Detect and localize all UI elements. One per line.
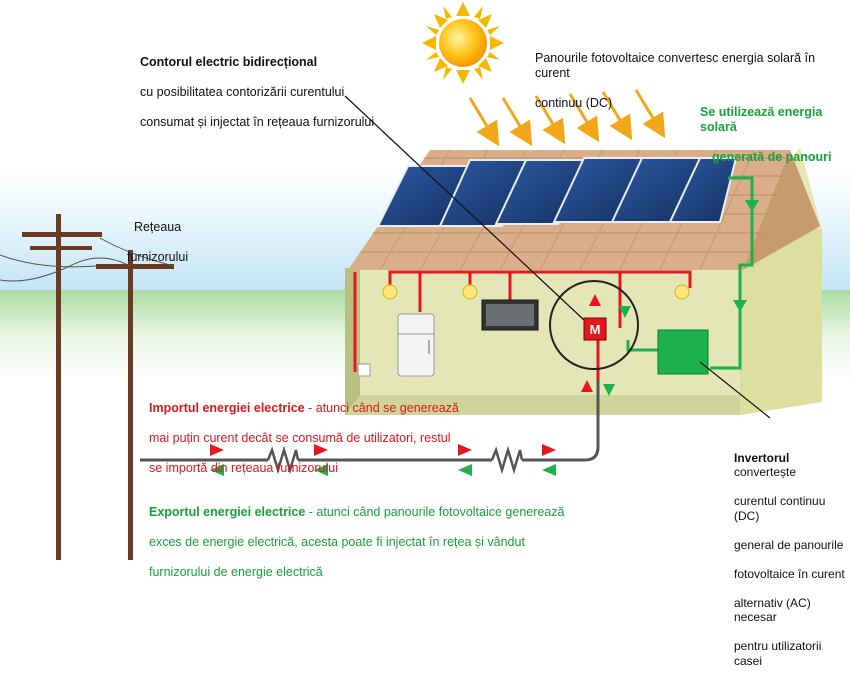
green-arrow-down (745, 200, 759, 212)
inverter-label-line3: general de panourile (734, 537, 844, 552)
sunlight-arrows (468, 89, 666, 147)
meter-symbol: M (590, 322, 601, 337)
fridge-icon (397, 313, 435, 377)
grid-label-line1: Rețeaua (133, 220, 182, 234)
inverter-pointer-line (699, 361, 771, 419)
import-label-line3: se importă din rețeaua furnizorului (149, 461, 338, 475)
bulb-icon (382, 284, 690, 300)
inverter-icon (657, 329, 709, 375)
export-label-title: Exportul energiei electrice (149, 505, 306, 519)
import-arrows (210, 380, 593, 456)
green-dc-wire (626, 176, 754, 370)
outlet-icon (357, 363, 371, 377)
meter-pointer-line (344, 95, 585, 321)
meter-highlight-circle (549, 280, 639, 370)
export-label-line3: furnizorului de energie electrică (149, 565, 323, 579)
meter-label-title: Contorul electric bidirecțional (140, 55, 318, 69)
inverter-label: Invertorul convertește curentul continuu… (734, 436, 850, 683)
meter-icon (583, 317, 607, 341)
panels-label-line1: Panourile fotovoltaice convertesc energi… (535, 51, 816, 80)
power-lines (0, 237, 175, 282)
panels-label: Panourile fotovoltaice convertesc energi… (535, 36, 850, 126)
export-label-line2: exces de energie electrică, acesta poate… (149, 535, 525, 549)
inverter-label-line4: fotovoltaice în curent (734, 566, 845, 581)
inverter-label-title: Invertorul (734, 450, 790, 465)
tv-icon (481, 299, 539, 331)
inverter-label-line2: curentul continuu (DC) (734, 494, 826, 523)
import-label-title: Importul energiei electrice (149, 401, 305, 415)
grid-label: Rețeaua furnizorului (127, 205, 188, 280)
solar-panels (376, 157, 738, 227)
grid-wire (140, 380, 600, 462)
panels-label-line2: continuu (DC) (535, 96, 613, 110)
export-label: Exportul energiei electrice - atunci cân… (149, 490, 565, 595)
green-arrow-down (733, 300, 747, 312)
inverter-label-rest: convertește (734, 465, 797, 479)
usage-label: Se utilizează energia solară generată de… (700, 90, 850, 180)
import-label-line2: mai puțin curent decât se consumă de uti… (149, 431, 451, 445)
red-arrow-up (589, 294, 601, 306)
solar-system-diagram: M (0, 2, 850, 560)
export-arrows (210, 384, 615, 476)
resistor-icon (266, 445, 524, 475)
meter-label-line2: consumat și injectat în rețeaua furnizor… (140, 115, 375, 129)
meter-label: Contorul electric bidirecțional cu posib… (140, 40, 374, 145)
usage-label-line2: generată de panouri (712, 150, 832, 164)
sun-icon (422, 2, 504, 84)
usage-label-line1: Se utilizează energia solară (700, 105, 823, 134)
grid-label-line2: furnizorului (127, 250, 189, 264)
import-label: Importul energiei electrice - atunci cân… (149, 386, 459, 491)
inverter-label-line6: pentru utilizatorii casei (734, 639, 822, 668)
inverter-label-line5: alternativ (AC) necesar (734, 595, 811, 625)
import-label-rest: - atunci când se generează (304, 401, 459, 415)
export-label-rest: - atunci când panourile fotovoltaice gen… (305, 505, 565, 519)
meter-label-line1: cu posibilitatea contorizării curentului (140, 85, 345, 99)
green-arrow-down (619, 306, 631, 318)
power-pole-icon (22, 214, 174, 560)
